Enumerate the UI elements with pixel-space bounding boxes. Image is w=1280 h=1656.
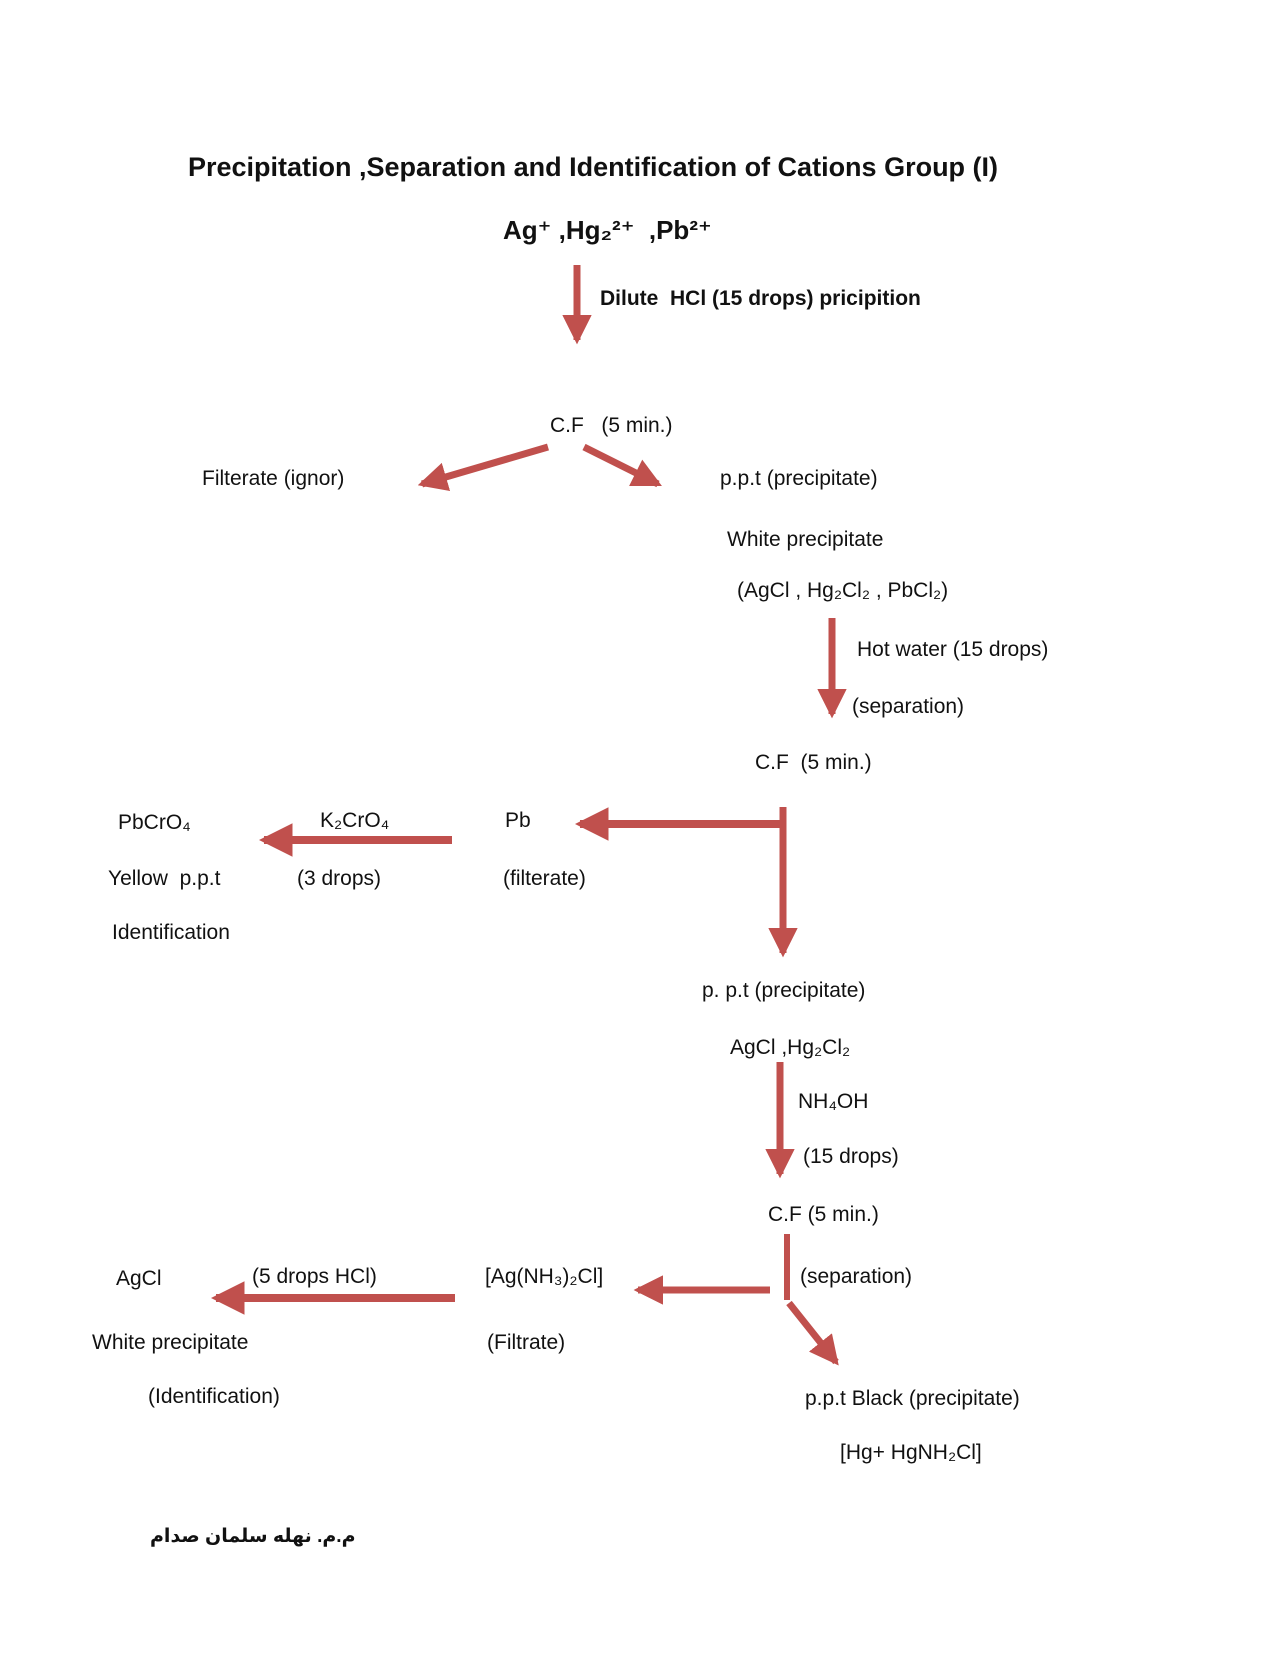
identification-label-2: (Identification) bbox=[148, 1385, 280, 1408]
nh4oh-reagent-label: NH₄OH bbox=[798, 1090, 869, 1113]
ppt-precipitate-label: p.p.t (precipitate) bbox=[720, 467, 878, 490]
separation-label-2: (separation) bbox=[800, 1265, 913, 1288]
white-precipitate-label: White precipitate bbox=[727, 528, 884, 551]
group-chlorides-formula: (AgCl , Hg₂Cl₂ , PbCl₂) bbox=[737, 579, 949, 602]
cf2-label: C.F (5 min.) bbox=[755, 751, 872, 774]
page-title: Precipitation ,Separation and Identifica… bbox=[188, 152, 999, 182]
arrow-cf1-to-ppt bbox=[582, 443, 662, 488]
k2cro4-reagent-formula: K₂CrO₄ bbox=[320, 809, 390, 832]
cf3-label: C.F (5 min.) bbox=[768, 1203, 879, 1226]
reagent-hot-water-label: Hot water (15 drops) bbox=[857, 638, 1049, 661]
cf1-label: C.F (5 min.) bbox=[550, 414, 673, 437]
arrow-cf1-to-filtrate bbox=[417, 443, 549, 492]
separation-label-1: (separation) bbox=[852, 695, 965, 718]
hg-hgnh2cl-formula: [Hg+ HgNH₂Cl] bbox=[840, 1441, 982, 1464]
agcl-hg2cl2-formula: AgCl ,Hg₂Cl₂ bbox=[730, 1036, 851, 1059]
white-precipitate-label-2: White precipitate bbox=[92, 1331, 249, 1354]
black-ppt-label: p.p.t Black (precipitate) bbox=[805, 1387, 1020, 1410]
reagent-dilute-hcl-label: Dilute HCl (15 drops) pricipition bbox=[600, 287, 921, 310]
hcl-5drops-label: (5 drops HCl) bbox=[252, 1265, 377, 1288]
silver-ammine-complex-formula: [Ag(NH₃)₂Cl] bbox=[485, 1265, 604, 1288]
ppt-precipitate-label-2: p. p.t (precipitate) bbox=[702, 979, 866, 1002]
pb-filtrate-label: (filterate) bbox=[503, 867, 586, 890]
nh4oh-amount-label: (15 drops) bbox=[803, 1145, 899, 1168]
arrow-cf3-to-black-ppt bbox=[786, 1300, 839, 1366]
pbcro4-product-formula: PbCrO₄ bbox=[118, 811, 191, 834]
identification-label-1: Identification bbox=[112, 921, 230, 944]
filtrate-label-2: (Filtrate) bbox=[487, 1331, 566, 1354]
author-signature: م.م. نهله سلمان صدام bbox=[150, 1526, 356, 1547]
yellow-ppt-label: Yellow p.p.t bbox=[108, 867, 221, 890]
k2cro4-amount-label: (3 drops) bbox=[297, 867, 382, 890]
agcl-product-label: AgCl bbox=[116, 1267, 162, 1290]
filtrate-ignore-label: Filterate (ignor) bbox=[202, 467, 345, 490]
cations-list: Ag⁺ ,Hg₂²⁺ ,Pb²⁺ bbox=[503, 215, 712, 245]
pb-ion-label: Pb bbox=[505, 809, 531, 832]
